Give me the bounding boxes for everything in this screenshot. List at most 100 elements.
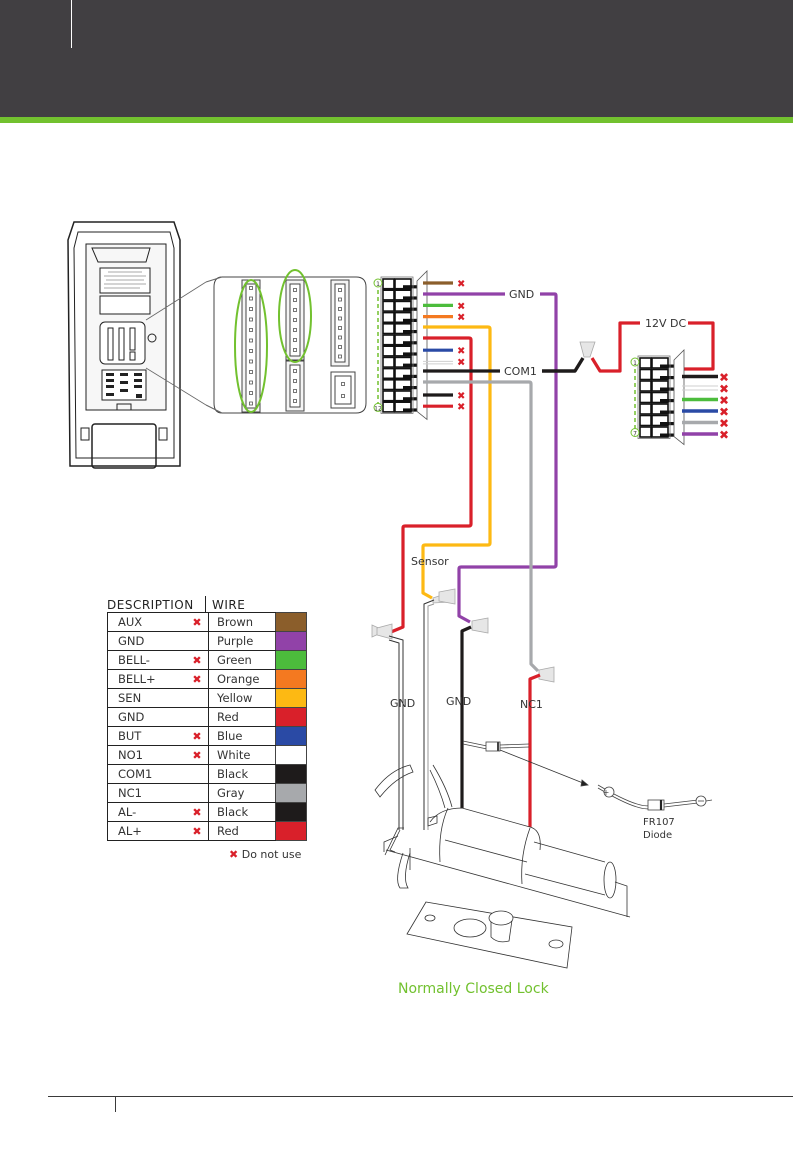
terminal-slot	[640, 393, 651, 403]
terminal-slot	[383, 369, 394, 379]
legend-header-description: DESCRIPTION	[107, 598, 203, 612]
legend-wire-name: Gray	[209, 784, 276, 803]
legend-row: GND Red	[108, 708, 307, 727]
lock-illustration	[375, 765, 630, 968]
gnd-mid-label: GND	[446, 695, 471, 708]
gnd-top-label: GND	[509, 288, 534, 301]
gnd-purple-route	[459, 294, 556, 622]
do-not-use-icon	[186, 632, 209, 651]
legend-header-wire: WIRE	[212, 598, 245, 612]
legend-description: AL-	[108, 803, 187, 822]
legend-color-swatch	[276, 803, 307, 822]
main-wire-connector: 112	[374, 271, 427, 419]
legend-row: AL+ ✖ Red	[108, 822, 307, 841]
legend-wire-name: Blue	[209, 727, 276, 746]
terminal-slot	[383, 313, 394, 323]
do-not-use-icon: ✖	[719, 428, 729, 442]
terminal-slot	[640, 427, 651, 437]
terminal-slot	[640, 370, 651, 380]
gnd-left-label: GND	[390, 697, 415, 710]
terminal-slot	[640, 416, 651, 426]
legend-wire-name: Green	[209, 651, 276, 670]
legend-description: AL+	[108, 822, 187, 841]
terminal-slot	[640, 358, 651, 368]
svg-text:7: 7	[633, 431, 637, 438]
legend-description: BUT	[108, 727, 187, 746]
legend-note-text: Do not use	[242, 848, 302, 861]
legend-note: ✖ Do not use	[229, 848, 301, 861]
legend-header: DESCRIPTION WIRE	[107, 594, 307, 612]
do-not-use-icon	[186, 784, 209, 803]
legend-description: GND	[108, 708, 187, 727]
do-not-use-icon	[186, 689, 209, 708]
do-not-use-icon: ✖	[186, 613, 209, 632]
legend-color-swatch	[276, 613, 307, 632]
do-not-use-icon: ✖	[457, 346, 465, 357]
terminal-slot	[640, 381, 651, 391]
legend-description: COM1	[108, 765, 187, 784]
legend-color-swatch	[276, 632, 307, 651]
svg-text:1: 1	[376, 281, 380, 288]
wire-nut-power	[580, 342, 595, 357]
terminal-slot	[383, 402, 394, 412]
legend-row: BELL+ ✖ Orange	[108, 670, 307, 689]
do-not-use-icon: ✖	[457, 391, 465, 402]
legend-description: NC1	[108, 784, 187, 803]
legend-wire-name: Purple	[209, 632, 276, 651]
do-not-use-icon: ✖	[457, 279, 465, 290]
legend-color-swatch	[276, 651, 307, 670]
legend-color-swatch	[276, 765, 307, 784]
do-not-use-icon: ✖	[457, 301, 465, 312]
nc1-label: NC1	[520, 698, 543, 711]
terminal-slot	[383, 380, 394, 390]
diode-label: Diode	[643, 830, 672, 841]
legend-wire-name: Brown	[209, 613, 276, 632]
diode-model-label: FR107	[643, 817, 675, 828]
lock-wires	[389, 600, 540, 830]
do-not-use-icon: ✖	[186, 727, 209, 746]
legend-wire-name: White	[209, 746, 276, 765]
do-not-use-icon: ✖	[457, 402, 465, 413]
terminal-slot	[383, 391, 394, 401]
svg-text:1: 1	[633, 360, 637, 367]
legend-row: COM1 Black	[108, 765, 307, 784]
legend-wire-name: Red	[209, 822, 276, 841]
plus-label: +	[603, 788, 610, 797]
legend-color-swatch	[276, 689, 307, 708]
do-not-use-icon: ✖	[186, 822, 209, 841]
do-not-use-icon: ✖	[186, 651, 209, 670]
legend-description: GND	[108, 632, 187, 651]
terminal-slot	[383, 301, 394, 311]
do-not-use-icon: ✖	[457, 357, 465, 368]
legend-row: BELL- ✖ Green	[108, 651, 307, 670]
footer-rule	[48, 1096, 793, 1097]
wire-legend: DESCRIPTION WIRE AUX ✖ Brown GND Purple …	[107, 594, 307, 841]
legend-table: AUX ✖ Brown GND Purple BELL- ✖ Green BEL…	[107, 612, 307, 841]
legend-description: SEN	[108, 689, 187, 708]
terminal-slot	[383, 279, 394, 289]
legend-color-swatch	[276, 670, 307, 689]
legend-description: AUX	[108, 613, 187, 632]
legend-row: AL- ✖ Black	[108, 803, 307, 822]
legend-color-swatch	[276, 746, 307, 765]
main-wires: ✖✖✖✖✖✖✖	[391, 279, 713, 671]
legend-wire-name: Orange	[209, 670, 276, 689]
arrow-icon	[581, 780, 588, 786]
lock-title: Normally Closed Lock	[398, 981, 550, 997]
do-not-use-icon	[186, 765, 209, 784]
terminal-slot	[383, 346, 394, 356]
do-not-use-icon: ✖	[457, 313, 465, 324]
terminal-slot	[383, 290, 394, 300]
com1-black-route	[542, 358, 583, 371]
legend-wire-name: Red	[209, 708, 276, 727]
legend-row: GND Purple	[108, 632, 307, 651]
legend-wire-name: Yellow	[209, 689, 276, 708]
legend-header-divider	[205, 596, 206, 612]
com1-label: COM1	[504, 365, 537, 378]
sensor-label: Sensor	[411, 555, 449, 568]
terminal-slot	[383, 357, 394, 367]
board-zoom	[206, 270, 366, 413]
legend-description: NO1	[108, 746, 187, 765]
legend-wire-name: Black	[209, 803, 276, 822]
legend-row: BUT ✖ Blue	[108, 727, 307, 746]
